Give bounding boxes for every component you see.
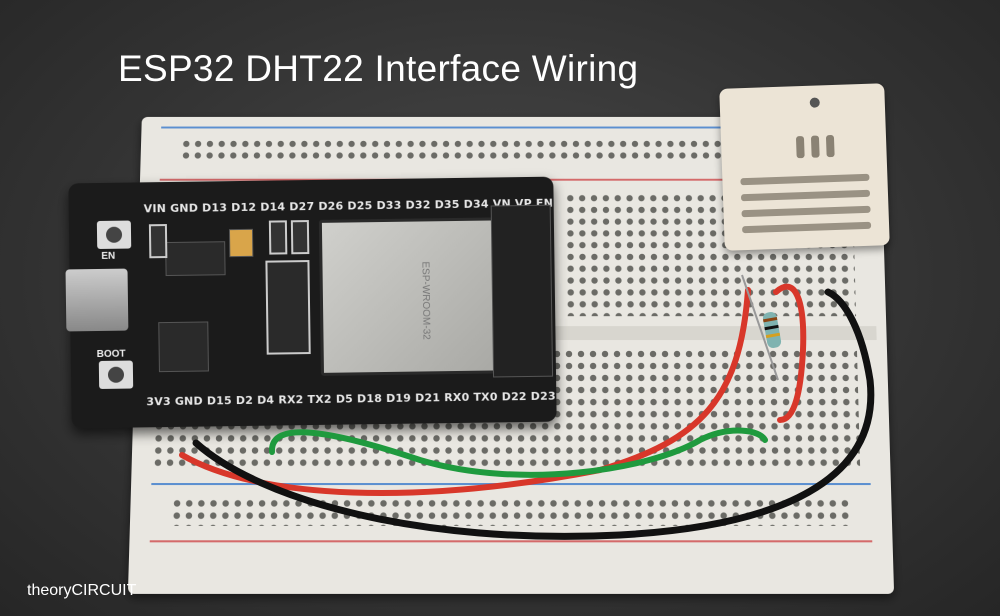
- red-wire-loop: [776, 287, 803, 420]
- red-wire-power: [182, 290, 748, 493]
- green-wire-data: [272, 431, 765, 475]
- watermark-credit: theoryCIRCUIT: [27, 582, 136, 600]
- image-title: ESP32 DHT22 Interface Wiring: [118, 48, 638, 90]
